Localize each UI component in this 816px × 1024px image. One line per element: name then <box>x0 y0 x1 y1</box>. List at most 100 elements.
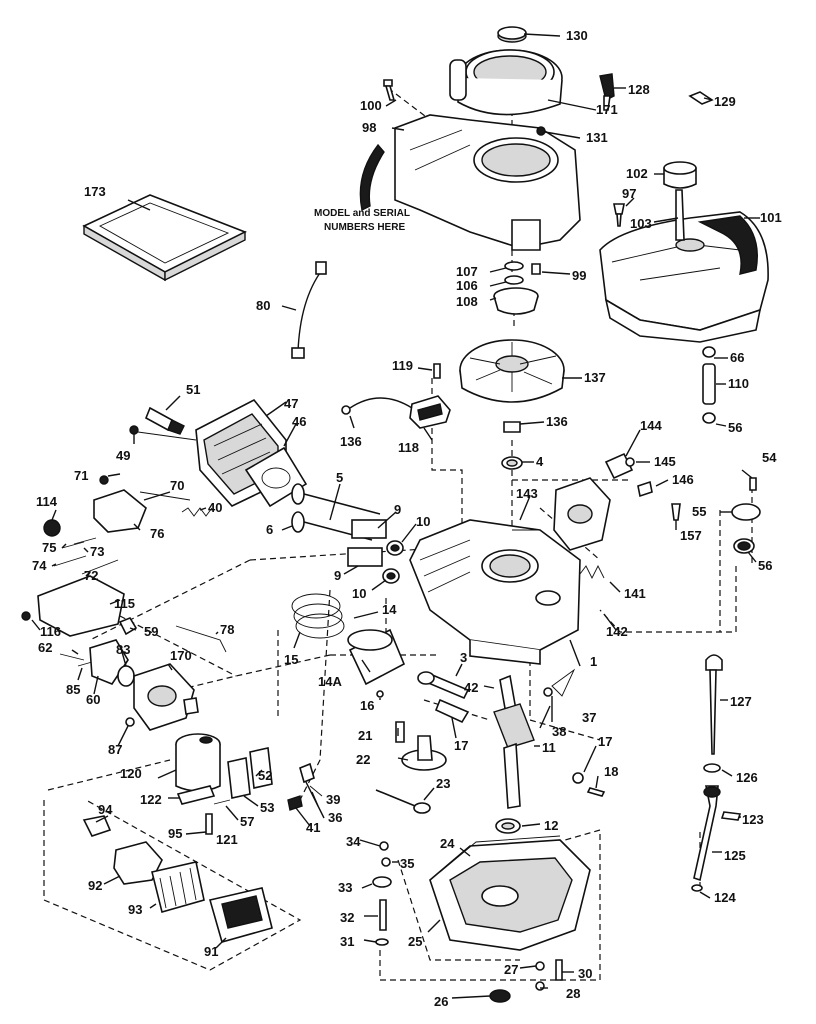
callout-27: 27 <box>504 962 518 977</box>
callout-47: 47 <box>284 396 298 411</box>
callout-9-upper: 9 <box>394 502 401 517</box>
screw-part-74 <box>53 555 87 567</box>
diaphragm-part-55 <box>731 503 761 521</box>
callout-53: 53 <box>260 800 274 815</box>
bolt-part-30 <box>555 959 563 981</box>
callout-83: 83 <box>116 642 130 657</box>
part-17-lower <box>572 772 584 784</box>
screw-part-57 <box>213 799 231 805</box>
callout-87: 87 <box>108 742 122 757</box>
callout-16: 16 <box>360 698 374 713</box>
callout-26: 26 <box>434 994 448 1009</box>
callout-75: 75 <box>42 540 56 555</box>
breather-part-141 <box>553 477 611 551</box>
callout-labels: 130 128 129 100 171 98 131 173 102 97 10… <box>32 28 782 1009</box>
callout-125: 125 <box>724 848 746 863</box>
screw-part-75 <box>61 541 85 549</box>
callout-51: 51 <box>186 382 200 397</box>
callout-102: 102 <box>626 166 648 181</box>
callout-116: 116 <box>40 624 61 639</box>
callout-145: 145 <box>654 454 676 469</box>
key-part-136 <box>503 421 521 433</box>
callout-66: 66 <box>730 350 744 365</box>
screw-part-73 <box>73 537 97 545</box>
callout-32: 32 <box>340 910 354 925</box>
callout-137: 137 <box>584 370 606 385</box>
ignition-module-part-118 <box>409 395 451 429</box>
plug-part-28 <box>535 981 545 991</box>
piston-rings-part-14 <box>291 593 345 639</box>
callout-11: 11 <box>542 740 556 755</box>
o-ring-part-124 <box>691 884 703 892</box>
callout-170: 170 <box>170 648 192 663</box>
callout-36: 36 <box>328 810 342 825</box>
heat-shield-part-115 <box>37 575 125 637</box>
callout-171: 171 <box>596 102 618 117</box>
callout-146: 146 <box>672 472 694 487</box>
callout-92: 92 <box>88 878 102 893</box>
callout-141: 141 <box>624 586 646 601</box>
governor-shaft-part-32 <box>379 899 387 931</box>
oil-seal-part-26 <box>489 989 511 1003</box>
bracket-part-122 <box>176 785 216 805</box>
part-38 <box>543 687 553 697</box>
callout-1: 1 <box>590 654 597 669</box>
callout-18: 18 <box>604 764 618 779</box>
bolt-part-18 <box>586 787 606 797</box>
part-145 <box>625 457 635 467</box>
callout-17-lower: 17 <box>598 734 612 749</box>
callout-118: 118 <box>398 440 419 455</box>
callout-99: 99 <box>572 268 586 283</box>
callout-73: 73 <box>90 544 104 559</box>
o-ring-part-126 <box>703 763 721 773</box>
screw-part-121 <box>205 813 213 835</box>
part-146 <box>637 480 653 498</box>
starter-cap-part-130 <box>497 26 527 43</box>
fuel-line-clamp-part-66 <box>702 346 716 358</box>
spring-retainer-part-10-lower <box>382 568 400 584</box>
callout-71: 71 <box>74 468 88 483</box>
valve-part-6 <box>291 511 373 541</box>
tank-bracket-part-103 <box>675 189 685 241</box>
callout-122: 122 <box>140 792 162 807</box>
callout-119: 119 <box>392 358 413 373</box>
ground-wire-part-136 <box>341 397 413 415</box>
callout-173: 173 <box>84 184 106 199</box>
spark-plug-part-51 <box>144 406 185 435</box>
callout-106: 106 <box>456 278 478 293</box>
callout-131: 131 <box>586 130 608 145</box>
part-94 <box>82 815 112 837</box>
head-gasket-part-46 <box>244 446 308 508</box>
callout-23: 23 <box>436 776 450 791</box>
callout-128: 128 <box>628 82 650 97</box>
callout-17-upper: 17 <box>454 738 468 753</box>
part-34 <box>379 841 389 851</box>
callout-80: 80 <box>256 298 270 313</box>
gasket-part-53 <box>227 757 251 799</box>
air-cleaner-base-part-92 <box>113 841 163 885</box>
callout-107: 107 <box>456 264 478 279</box>
callout-59: 59 <box>144 624 158 639</box>
seal-part-4 <box>501 456 523 470</box>
callout-33: 33 <box>338 880 352 895</box>
part-87 <box>125 717 135 727</box>
fuel-tank-part-101 <box>599 211 769 343</box>
plug-part-27 <box>535 961 545 971</box>
callout-38: 38 <box>552 724 566 739</box>
callout-70: 70 <box>170 478 184 493</box>
callout-98: 98 <box>362 120 376 135</box>
rod-cap-part-17 <box>434 698 470 724</box>
governor-shaft-part-23 <box>375 789 431 814</box>
link-part-78 <box>175 625 227 653</box>
crankshaft-part-11 <box>493 674 535 809</box>
callout-30: 30 <box>578 966 592 981</box>
callout-14: 14 <box>382 602 397 617</box>
screw-part-85 <box>77 661 93 667</box>
spring-part-40 <box>181 507 213 517</box>
callout-52: 52 <box>258 768 272 783</box>
callout-108: 108 <box>456 294 478 309</box>
callout-14a: 14A <box>318 674 342 689</box>
callout-78: 78 <box>220 622 234 637</box>
callout-123: 123 <box>742 812 764 827</box>
